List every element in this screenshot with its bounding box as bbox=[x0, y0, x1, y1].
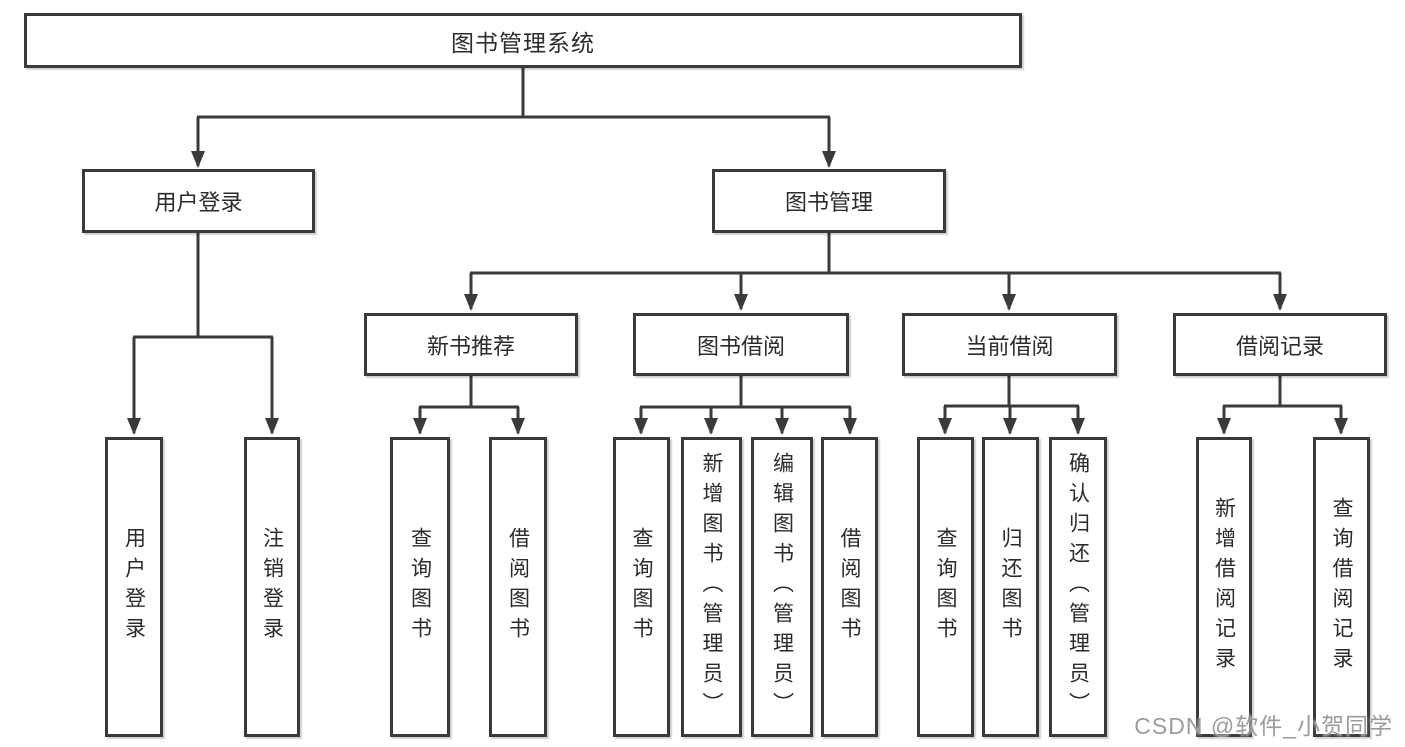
leaf-logout-label: 注销登录 bbox=[260, 527, 284, 647]
leaf-query-books-2: 查询图书 bbox=[613, 437, 670, 737]
node-new-book-recommend: 新书推荐 bbox=[364, 313, 578, 376]
leaf-query-borrow-record-label: 查询借阅记录 bbox=[1330, 497, 1354, 677]
leaf-add-books-admin-label: 新增图书（管理员） bbox=[700, 452, 724, 722]
leaf-borrow-books-2: 借阅图书 bbox=[821, 437, 878, 737]
leaf-edit-books-admin: 编辑图书（管理员） bbox=[751, 437, 813, 737]
leaf-borrow-books-1-label: 借阅图书 bbox=[506, 527, 530, 647]
leaf-user-login: 用户登录 bbox=[105, 437, 163, 737]
node-book-management-label: 图书管理 bbox=[784, 190, 873, 215]
node-library-system-label: 图书管理系统 bbox=[451, 29, 595, 56]
node-book-borrow: 图书借阅 bbox=[633, 313, 849, 376]
leaf-borrow-books-1: 借阅图书 bbox=[489, 437, 547, 737]
leaf-logout: 注销登录 bbox=[244, 437, 300, 737]
leaf-query-books-1: 查询图书 bbox=[390, 437, 450, 737]
leaf-query-books-3: 查询图书 bbox=[917, 437, 974, 737]
leaf-confirm-return-admin: 确认归还（管理员） bbox=[1049, 437, 1107, 737]
node-library-system: 图书管理系统 bbox=[24, 13, 1022, 68]
node-user-login-label: 用户登录 bbox=[154, 190, 243, 215]
node-new-book-recommend-label: 新书推荐 bbox=[426, 333, 515, 359]
leaf-return-books: 归还图书 bbox=[982, 437, 1039, 737]
leaf-add-borrow-record: 新增借阅记录 bbox=[1196, 437, 1252, 737]
leaf-add-borrow-record-label: 新增借阅记录 bbox=[1212, 497, 1236, 677]
node-book-borrow-label: 图书借阅 bbox=[696, 333, 785, 359]
leaf-query-books-1-label: 查询图书 bbox=[408, 527, 432, 647]
leaf-confirm-return-admin-label: 确认归还（管理员） bbox=[1066, 452, 1090, 722]
leaf-query-books-3-label: 查询图书 bbox=[934, 527, 958, 647]
node-borrow-records: 借阅记录 bbox=[1173, 313, 1387, 376]
leaf-return-books-label: 归还图书 bbox=[999, 527, 1023, 647]
node-user-login: 用户登录 bbox=[82, 169, 315, 233]
node-current-borrow: 当前借阅 bbox=[902, 313, 1117, 376]
leaf-edit-books-admin-label: 编辑图书（管理员） bbox=[770, 452, 794, 722]
node-current-borrow-label: 当前借阅 bbox=[965, 333, 1054, 359]
leaf-borrow-books-2-label: 借阅图书 bbox=[838, 527, 862, 647]
watermark: CSDN @软件_小贺同学 bbox=[1134, 713, 1393, 739]
leaf-query-borrow-record: 查询借阅记录 bbox=[1313, 437, 1370, 737]
leaf-add-books-admin: 新增图书（管理员） bbox=[681, 437, 742, 737]
node-book-management: 图书管理 bbox=[712, 169, 946, 233]
leaf-user-login-label: 用户登录 bbox=[122, 527, 146, 647]
node-borrow-records-label: 借阅记录 bbox=[1235, 333, 1324, 359]
leaf-query-books-2-label: 查询图书 bbox=[630, 527, 654, 647]
